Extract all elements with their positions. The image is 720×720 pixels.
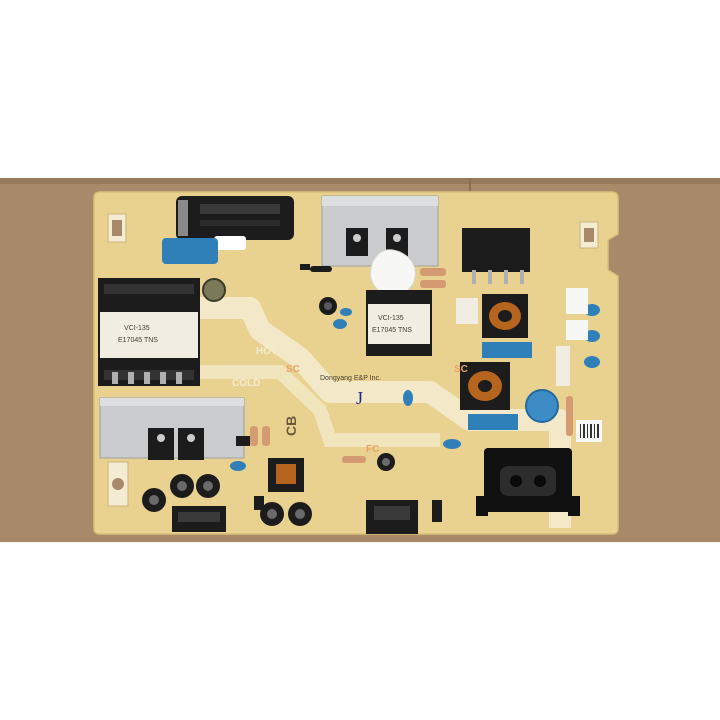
- ceramic-capacitors: [230, 304, 600, 471]
- mounting-hole-bottom-left: [107, 461, 129, 507]
- hot-marking: HOT: [256, 346, 277, 357]
- cold-marking: COLD: [232, 378, 260, 389]
- line-filter-choke-lower: [460, 362, 510, 410]
- inductor-small: [268, 458, 304, 492]
- heatsink-left: [99, 397, 245, 460]
- bulk-capacitor: [176, 196, 294, 250]
- xfmr-left-label-a: VCI-135: [124, 325, 150, 332]
- line-filter-choke-upper: [482, 294, 528, 338]
- output-capacitors-center: [260, 453, 395, 526]
- isolation-line: [198, 297, 571, 528]
- xfmr-center-label-b: E17045 TNS: [372, 327, 412, 334]
- film-capacitor: [162, 238, 218, 264]
- mounting-hole-top-right: [579, 221, 599, 249]
- glue-blob: [370, 249, 416, 296]
- sc-marking-center: SC: [454, 364, 468, 375]
- film-capacitor-white: [456, 298, 478, 324]
- fuse-holder: [566, 288, 588, 314]
- fc-marking: FC: [366, 444, 379, 455]
- xfmr-left-label-b: E17045 TNS: [118, 337, 158, 344]
- transformer-left: VCI-135 E17045 TNS: [98, 278, 200, 386]
- x-capacitor-2: [468, 414, 518, 430]
- xfmr-center-label-a: VCI-135: [378, 315, 404, 322]
- transformer-center: VCI-135 E17045 TNS: [366, 290, 432, 356]
- bridge-rectifier: [462, 228, 530, 284]
- capacitor-c1: [202, 278, 226, 302]
- ac-inlet: [476, 448, 580, 516]
- resistors: [250, 266, 573, 463]
- optocoupler: [236, 436, 250, 446]
- handwritten-mark: J: [356, 388, 363, 408]
- output-capacitors-left: [142, 474, 220, 512]
- transformer-left-pins: [112, 372, 182, 384]
- maker-marking: Dongyang E&P Inc.: [320, 375, 381, 382]
- cb-marking: CB: [283, 416, 299, 436]
- y-capacitor: [525, 389, 559, 423]
- mounting-hole-top-left: [107, 213, 127, 243]
- barcode-sticker: [576, 420, 602, 442]
- sc-marking-left: SC: [286, 364, 300, 375]
- x-capacitor-1: [482, 342, 532, 358]
- serial-sticker: [556, 346, 570, 386]
